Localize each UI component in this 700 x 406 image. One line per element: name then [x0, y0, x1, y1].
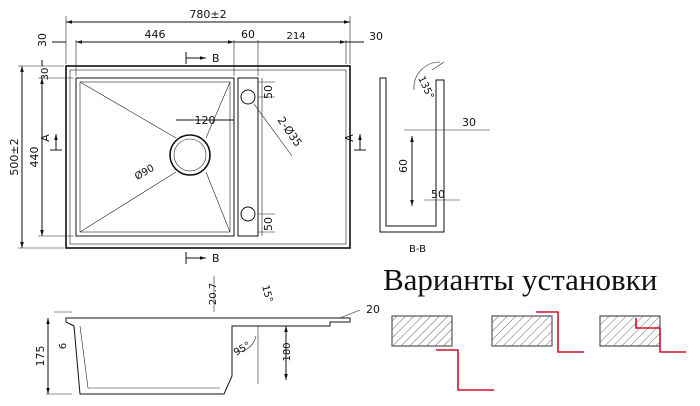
tap-hole-top: [240, 89, 256, 105]
overall-height-label: 500±2: [8, 138, 21, 175]
gap-label: 60: [241, 28, 255, 41]
drainer-width-label: 214: [286, 31, 305, 42]
section-offset-label: 60: [397, 159, 410, 173]
sink-outline: [65, 65, 351, 249]
front-dim-a-label: 20.7: [208, 283, 219, 305]
top-view: 120 Ø90 50 50 2-Ø35 B B A A: [8, 8, 383, 265]
drain-circle: [169, 134, 211, 176]
section-bb-view: 135° 30 60 50 B-B: [379, 61, 490, 255]
bowl-outline: [75, 77, 235, 237]
section-angle-label: 135°: [415, 75, 435, 101]
install-variants: Варианты установки: [383, 262, 686, 391]
section-mark-bottom: B: [212, 252, 220, 265]
install-title: Варианты установки: [383, 262, 657, 297]
section-depth-label: 30: [462, 116, 476, 129]
left-margin-label: 30: [36, 33, 49, 47]
section-mark-top: B: [212, 52, 220, 65]
install-variant-2: [491, 311, 584, 353]
drain-dim-label: 120: [195, 114, 216, 127]
front-view: 175 6 20.7 15° 95° 180 20: [34, 276, 380, 395]
front-profile: [65, 317, 351, 395]
tap-hole-bottom: [240, 206, 256, 222]
side-mark-left: A: [39, 134, 52, 142]
hole-offset-bottom-label: 50: [262, 217, 275, 231]
drain-inner: [173, 138, 207, 172]
front-angle-a-label: 15°: [259, 284, 274, 304]
hole-offset-top-label: 50: [262, 85, 275, 99]
section-bottom-label: 50: [431, 188, 445, 201]
drainer-strip: [237, 77, 259, 237]
front-height-label: 175: [34, 346, 47, 367]
side-mark-right: A: [343, 134, 356, 142]
section-label: B-B: [409, 244, 426, 255]
top-offset-label: 30: [40, 68, 51, 81]
bowl-width-label: 446: [145, 28, 166, 41]
front-depth-label: 180: [282, 342, 293, 361]
section-profile: [379, 77, 445, 233]
angle-arc: [413, 61, 441, 91]
bowl-height-label: 440: [28, 147, 41, 168]
install-variant-1: [391, 315, 494, 391]
bowl-inner: [79, 81, 231, 233]
front-lip-label: 6: [58, 343, 69, 349]
holes-label: 2-Ø35: [275, 114, 305, 149]
sink-inner-outline: [69, 69, 347, 245]
front-side-label: 20: [366, 303, 380, 316]
overall-width-label: 780±2: [189, 8, 226, 21]
right-margin-label: 30: [369, 30, 383, 43]
drain-diameter-label: Ø90: [133, 162, 157, 183]
front-angle-b-label: 95°: [232, 340, 253, 358]
install-variant-3: [599, 315, 686, 353]
